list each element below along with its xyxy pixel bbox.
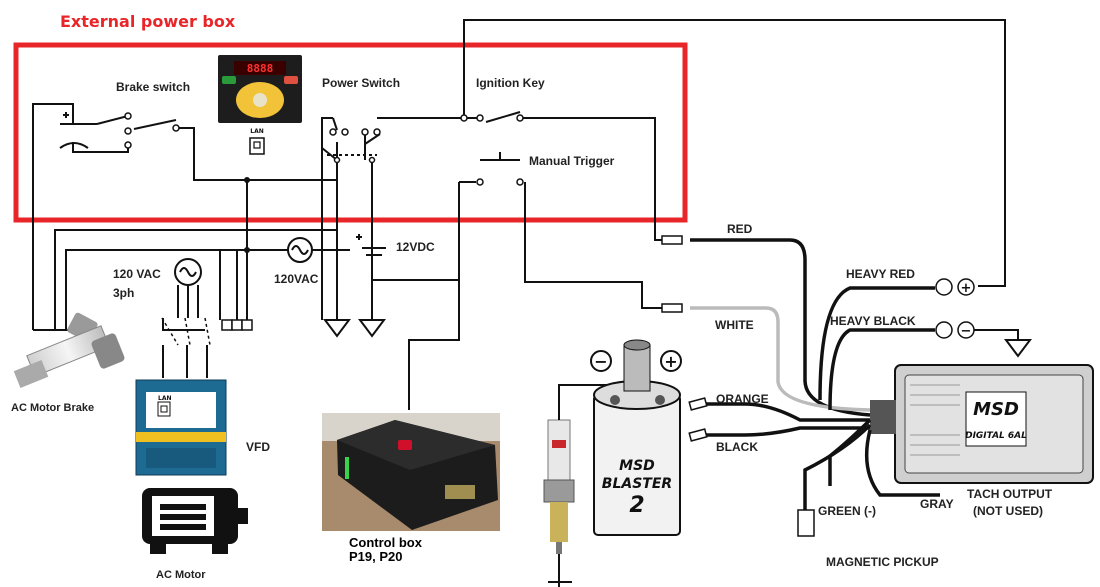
v12dc-label: 12VDC (396, 240, 435, 254)
terminal-block (221, 319, 253, 331)
msd-logo: MSD (973, 399, 1019, 420)
orange-wire-label: ORANGE (716, 392, 769, 406)
heavy-red-label: HEAVY RED (846, 267, 915, 281)
ac-motor-icon (142, 488, 248, 554)
controller-keypad-icon: 8888 (218, 55, 302, 123)
magnetic-pickup-label: MAGNETIC PICKUP (826, 555, 939, 569)
wire-connectors (661, 235, 975, 537)
control-box-label-b: P19, P20 (349, 549, 403, 564)
green-wire-label: GREEN (-) (818, 504, 876, 518)
led-display: 8888 (247, 62, 274, 75)
lan-port-icon (249, 137, 265, 155)
switch-contacts (124, 112, 524, 186)
control-box-label-a: Control box (349, 535, 422, 550)
ac-motor-brake-image (13, 312, 125, 388)
white-wire-label: WHITE (715, 318, 754, 332)
v120-3ph-label-a: 120 VAC (113, 267, 161, 281)
spark-plug-image (543, 419, 575, 554)
harness-wires (690, 238, 940, 510)
ignition-coil-image (590, 339, 682, 536)
heavy-black-label: HEAVY BLACK (830, 314, 916, 328)
coil-minus-icon: − (594, 352, 607, 371)
msd-6al-box (870, 364, 1094, 484)
brake-switch-label: Brake switch (116, 80, 191, 94)
power-switch-label: Power Switch (322, 76, 401, 90)
red-wire-label: RED (727, 222, 753, 236)
power-box-outline (13, 42, 688, 223)
digital-6al-text: DIGITAL 6AL (965, 431, 1027, 441)
v120-3ph-label-b: 3ph (113, 286, 135, 300)
ac-motor-label: AC Motor (156, 569, 206, 581)
vfd-lan-label: LAN (158, 395, 172, 402)
vfd-label: VFD (246, 440, 270, 454)
tach-output-label-b: (NOT USED) (973, 504, 1043, 518)
manual-trigger-label: Manual Trigger (529, 154, 615, 168)
ignition-key-label: Ignition Key (476, 76, 545, 90)
ground-symbols (323, 319, 1032, 358)
blaster-msd: MSD (619, 458, 655, 474)
gray-wire-label: GRAY (920, 497, 954, 511)
control-box-image (322, 413, 500, 531)
capacitor-symbol (59, 112, 89, 149)
ac-motor-brake-label: AC Motor Brake (11, 402, 95, 414)
vfd-device (135, 379, 227, 476)
v120-label: 120VAC (274, 272, 319, 286)
coil-plus-icon: + (664, 352, 677, 371)
blaster-text: BLASTER (602, 476, 672, 492)
mains-wires (33, 229, 350, 378)
battery-12vdc-symbol (356, 230, 386, 280)
battery-minus-icon: − (961, 324, 972, 339)
external-power-box-title: External power box (60, 12, 236, 31)
black-wire-label: BLACK (716, 440, 758, 454)
blaster-number: 2 (629, 493, 644, 518)
battery-plus-icon: + (961, 281, 972, 296)
lan-label: LAN (250, 128, 264, 135)
tach-output-label-a: TACH OUTPUT (967, 487, 1053, 501)
